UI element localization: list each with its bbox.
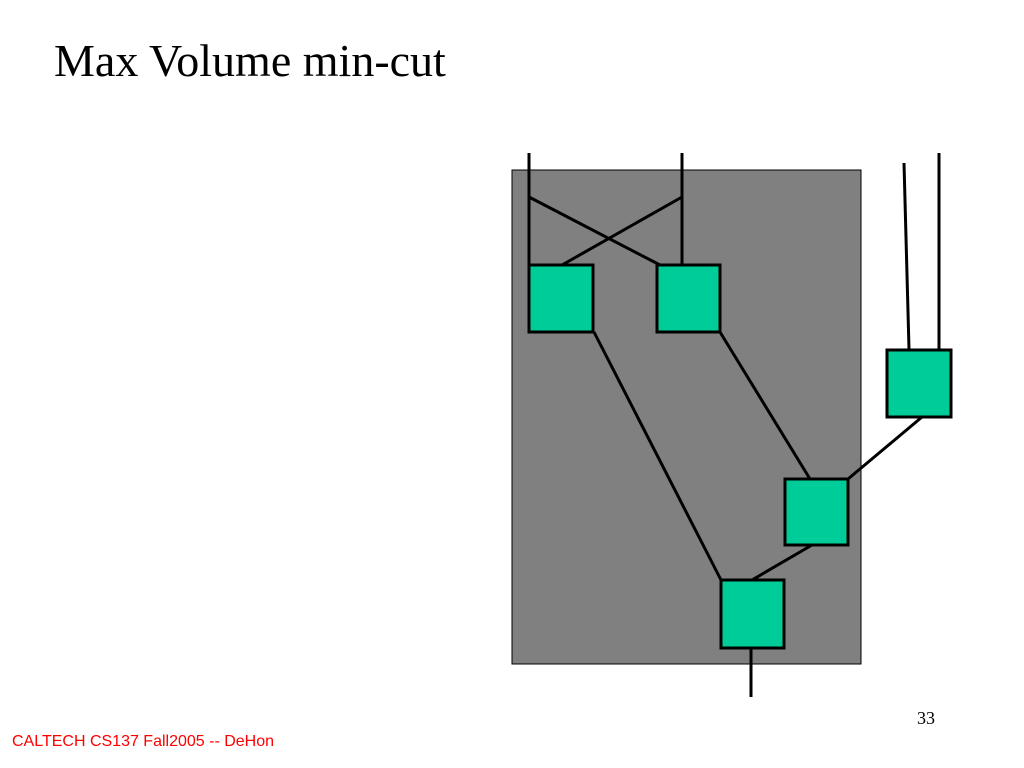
cut-region xyxy=(511,169,862,665)
node-3 xyxy=(885,348,953,419)
wire-input-1-to-node-2 xyxy=(528,195,661,267)
page-number: 33 xyxy=(917,708,935,728)
nodes xyxy=(527,263,953,650)
slide-title: Max Volume min-cut xyxy=(54,35,446,86)
node-5 xyxy=(719,578,786,650)
wires xyxy=(527,153,941,697)
wire-node-4-to-node-5 xyxy=(751,543,813,582)
wire-node-3-to-node-4 xyxy=(847,415,923,481)
footer-text: CALTECH CS137 Fall2005 -- DeHon xyxy=(12,733,275,750)
node-4 xyxy=(783,477,850,547)
wire-input-3-to-node-3 xyxy=(902,162,911,350)
wire-node-2-to-node-4 xyxy=(718,331,812,480)
wire-node-1-to-node-5 xyxy=(592,331,723,581)
node-2 xyxy=(655,263,722,334)
node-1 xyxy=(527,263,595,334)
wire-input-2-to-node-1 xyxy=(561,195,683,267)
